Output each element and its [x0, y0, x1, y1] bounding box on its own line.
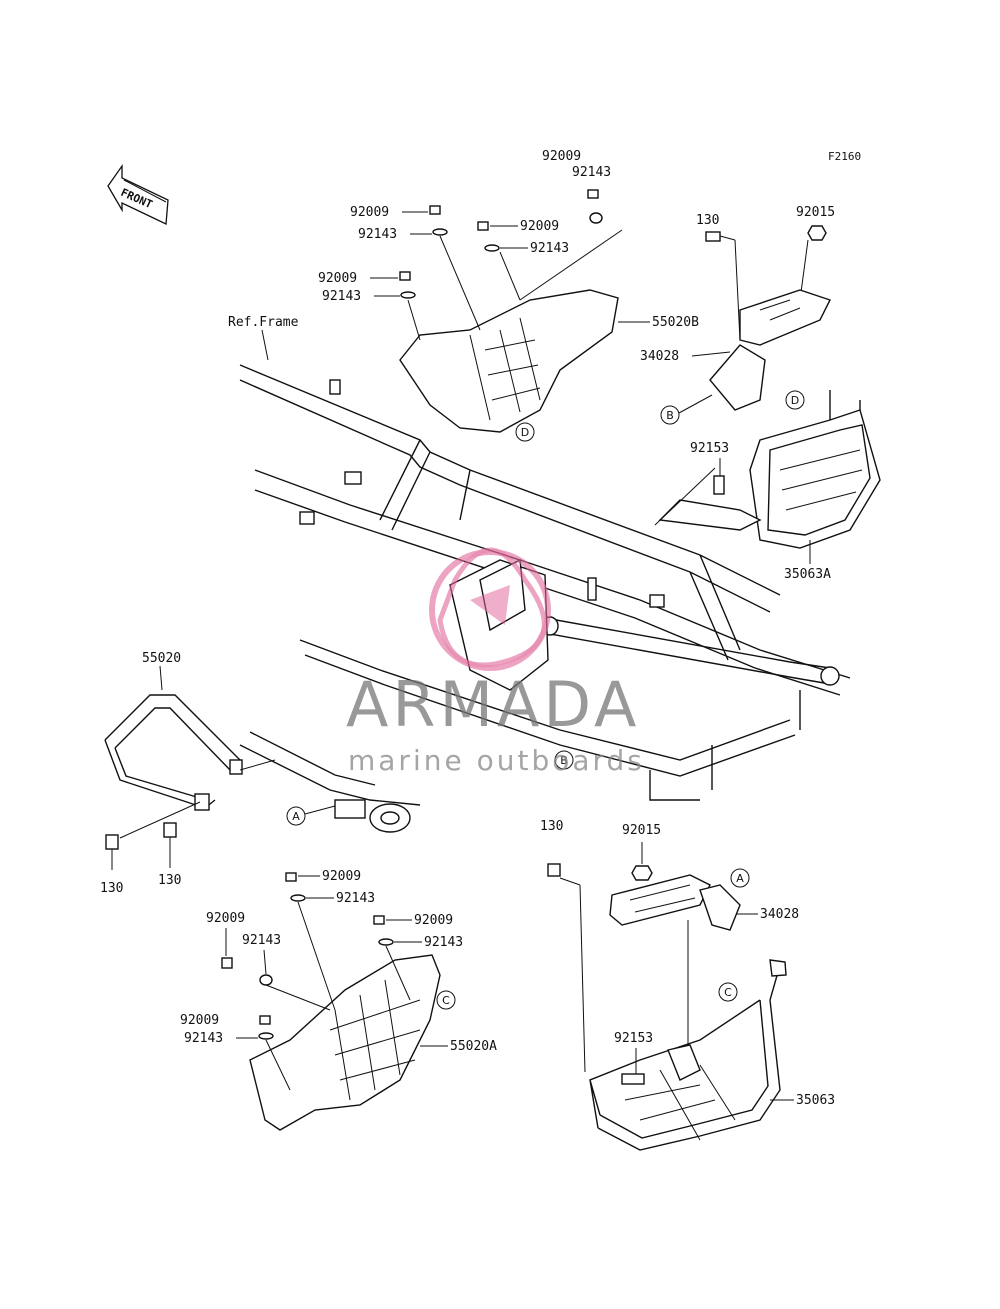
part-label-92015-b: 92015: [622, 823, 661, 838]
callout-d-right: D: [785, 390, 805, 410]
callout-c-right: C: [718, 982, 738, 1002]
callout-d: D: [515, 422, 535, 442]
part-label-92015-a: 92015: [796, 205, 835, 220]
part-label-92153-a: 92153: [690, 441, 729, 456]
part-label-130-d: 130: [540, 819, 563, 834]
part-label-92009-b: 92009: [350, 205, 389, 220]
guard-35063: [589, 959, 787, 1151]
guard-35063a: [658, 390, 881, 549]
part-label-92009-e: 92009: [322, 869, 361, 884]
washer-icon: [589, 212, 603, 224]
watermark-tagline: marine outboards: [348, 744, 645, 777]
footrest-bracket-34028-lower: [609, 874, 741, 931]
part-label-35063: 35063: [796, 1093, 835, 1108]
part-label-130-b: 130: [100, 881, 123, 896]
figure-code: F2160: [828, 150, 861, 163]
part-label-92143-b: 92143: [358, 227, 397, 242]
bolt-icon: [547, 863, 561, 877]
washer-icon: [432, 228, 448, 236]
nut-icon: [807, 225, 827, 241]
part-label-92009-a: 92009: [542, 149, 581, 164]
washer-icon: [378, 938, 394, 946]
washer-icon: [290, 894, 306, 902]
part-label-92143-e: 92143: [336, 891, 375, 906]
part-label-92143-d: 92143: [322, 289, 361, 304]
svg-text:D: D: [791, 394, 799, 407]
part-label-55020b: 55020B: [652, 315, 699, 330]
callout-b-upper: B: [660, 405, 680, 425]
part-label-92009-f: 92009: [414, 913, 453, 928]
washer-icon: [400, 291, 416, 299]
watermark: ARMADA marine outboards: [346, 547, 645, 777]
part-label-92009-d: 92009: [318, 271, 357, 286]
guard-tube-55020: [104, 694, 243, 811]
watermark-brand: ARMADA: [346, 668, 640, 741]
bolt-icon: [285, 872, 297, 882]
part-label-130-a: 130: [696, 213, 719, 228]
part-label-55020a: 55020A: [450, 1039, 497, 1054]
part-label-92143-f: 92143: [424, 935, 463, 950]
bolt-icon: [429, 205, 441, 215]
svg-text:B: B: [666, 409, 674, 422]
footrest-bracket-34028-upper: [709, 289, 831, 411]
bolt-icon: [163, 822, 177, 868]
guard-plate-55020b: [399, 289, 619, 433]
ref-frame-label: Ref.Frame: [228, 315, 299, 330]
svg-text:C: C: [724, 986, 732, 999]
bolt-icon: [399, 271, 411, 281]
svg-text:A: A: [736, 872, 744, 885]
bolt-icon: [105, 834, 119, 870]
bolt-icon: [705, 231, 736, 242]
part-label-92143-h: 92143: [184, 1031, 223, 1046]
bolt-icon: [221, 957, 233, 969]
callout-c-lower-left: C: [436, 990, 456, 1010]
svg-text:B: B: [560, 754, 568, 767]
part-label-92143-g: 92143: [242, 933, 281, 948]
bolt-icon: [587, 189, 599, 199]
part-label-92009-h: 92009: [180, 1013, 219, 1028]
bolt-icon: [373, 915, 385, 925]
bolt-icon: [621, 1073, 645, 1085]
svg-text:C: C: [442, 994, 450, 1007]
svg-text:A: A: [292, 810, 300, 823]
callout-a-right: A: [730, 868, 750, 888]
guard-plate-55020a: [249, 954, 441, 1131]
part-label-92153-b: 92153: [614, 1031, 653, 1046]
armada-logo-icon: [429, 547, 551, 671]
washer-icon: [484, 244, 500, 252]
bolt-icon: [477, 221, 489, 231]
part-label-92143-c: 92143: [530, 241, 569, 256]
part-label-34028-a: 34028: [640, 349, 679, 364]
bolt-icon: [713, 475, 725, 495]
part-label-34028-b: 34028: [760, 907, 799, 922]
callout-a-lower: A: [286, 806, 306, 826]
part-label-35063a: 35063A: [784, 567, 831, 582]
washer-icon: [258, 1032, 274, 1040]
front-arrow-icon: FRONT: [107, 163, 169, 225]
part-label-92009-g: 92009: [206, 911, 245, 926]
washer-icon: [259, 974, 273, 986]
part-label-55020: 55020: [142, 651, 181, 666]
part-label-92009-c: 92009: [520, 219, 559, 234]
nut-icon: [631, 865, 653, 881]
callout-b-lower: B: [554, 750, 574, 770]
part-label-92143-a: 92143: [572, 165, 611, 180]
part-label-130-c: 130: [158, 873, 181, 888]
bolt-icon: [259, 1015, 271, 1025]
svg-text:D: D: [521, 426, 529, 439]
